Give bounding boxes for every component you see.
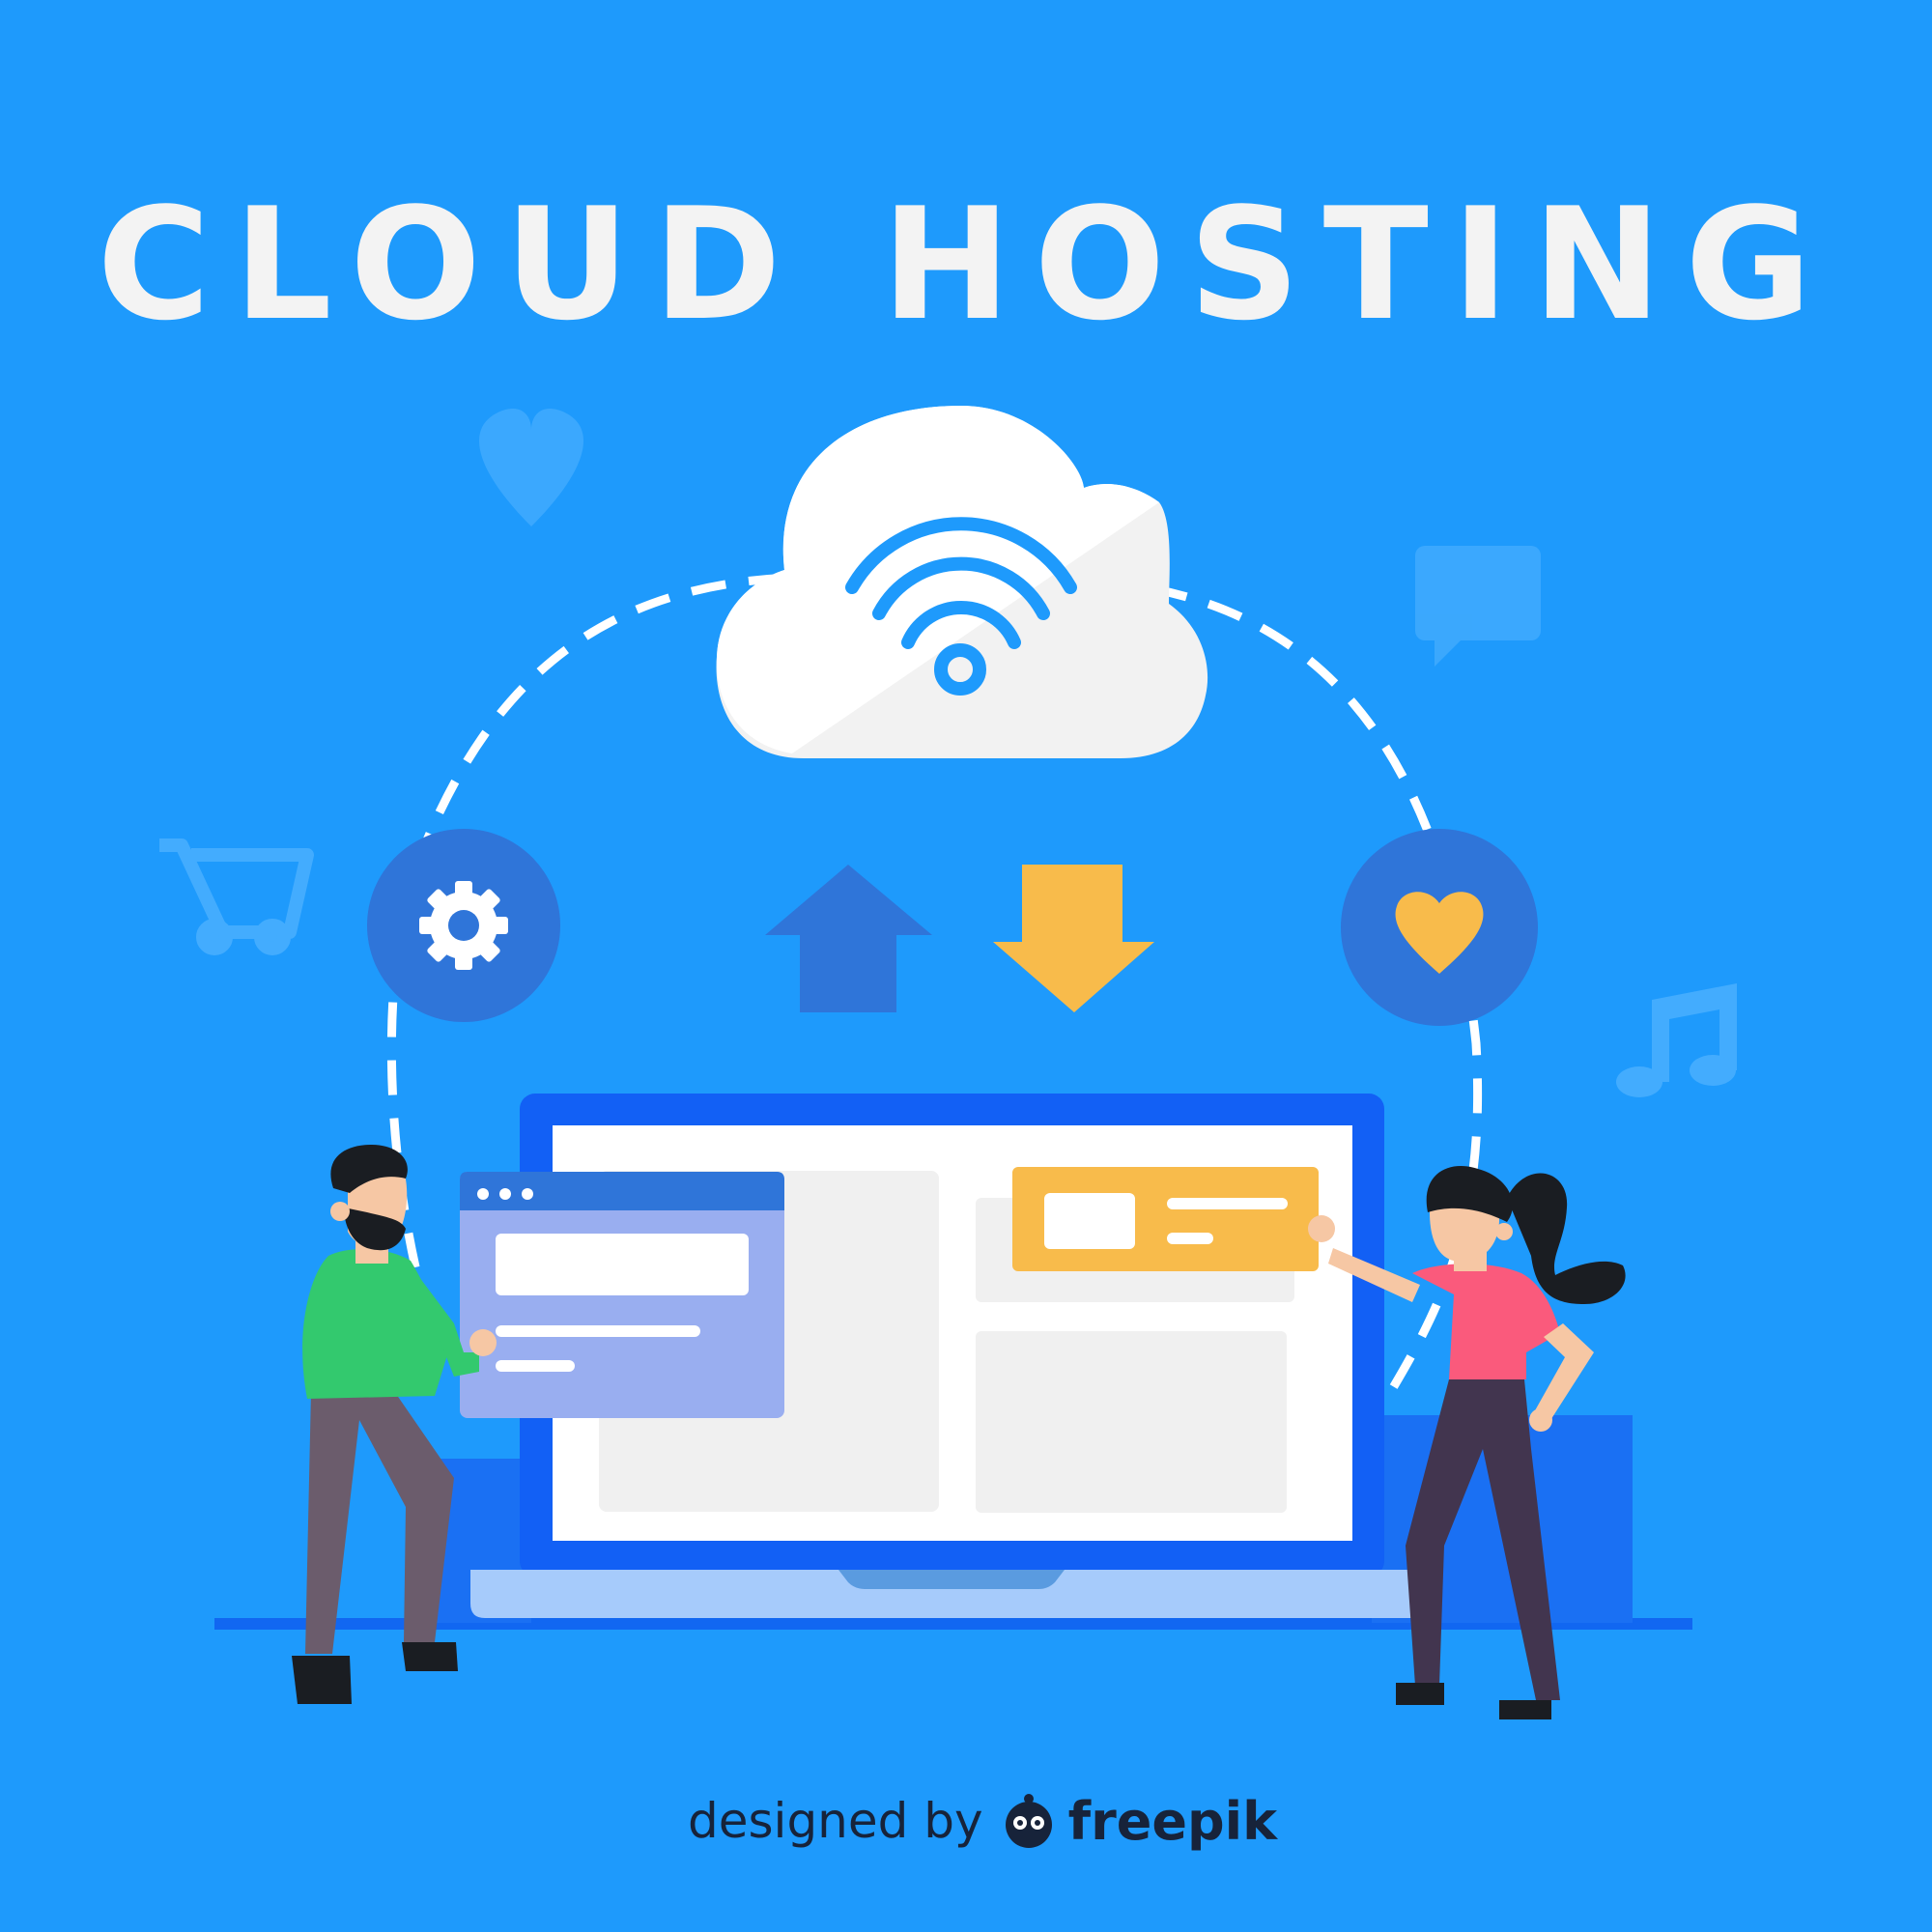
upload-arrow-icon: [765, 865, 932, 1012]
chat-bubble-icon: [1415, 546, 1541, 667]
download-arrow-icon: [993, 865, 1154, 1012]
laptop-base: [470, 1570, 1430, 1618]
gear-icon: [419, 881, 508, 970]
heart-icon: [1395, 892, 1484, 974]
credit-brand: freepik: [1067, 1790, 1278, 1852]
cloud-icon: [716, 406, 1208, 758]
credit-prefix: designed by: [688, 1793, 983, 1849]
heart-icon-faint: [479, 408, 583, 526]
page-title: CLOUD HOSTING: [97, 174, 1835, 355]
woman-figure: [1308, 1166, 1626, 1719]
browser-window-card: [460, 1172, 784, 1418]
laptop-notch: [838, 1570, 1065, 1589]
man-figure: [292, 1145, 497, 1704]
freepik-logo-icon: [1005, 1794, 1052, 1848]
floor-line: [214, 1618, 1692, 1630]
wifi-icon: [845, 517, 1077, 696]
yellow-info-card: [1012, 1167, 1319, 1271]
screen-panel-bottom-right: [976, 1331, 1287, 1513]
credit-line: designed by freepik: [688, 1782, 1277, 1860]
shopping-cart-icon: [159, 838, 314, 955]
music-note-icon: [1616, 983, 1737, 1097]
